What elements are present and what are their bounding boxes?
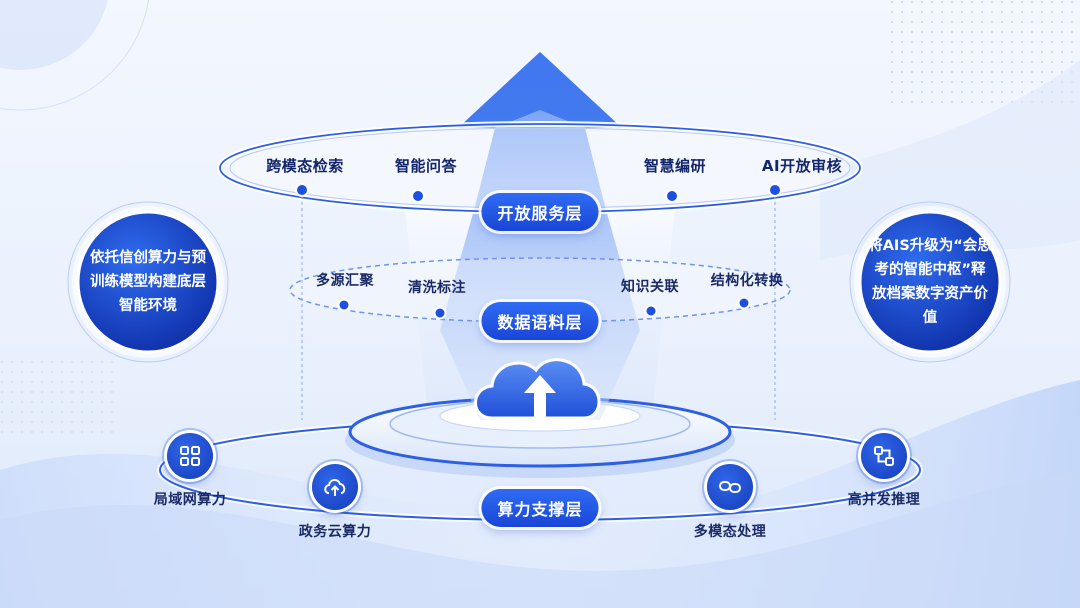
- left-circle-text: 依托信创算力与预 训练模型构建底层 智能环境: [83, 246, 213, 318]
- compute-item-inference: 高并发推理: [847, 492, 921, 508]
- service-layer-title: 开放服务层: [481, 193, 599, 231]
- compute-item-lan: 局域网算力: [153, 492, 227, 508]
- chain-link-icon: [707, 464, 753, 510]
- service-item-cross-modal-search: 跨模态检索: [266, 157, 344, 175]
- left-circle-line-3: 智能环境: [119, 298, 177, 314]
- service-dot-4: [768, 183, 782, 197]
- data-item-cleaning: 清洗标注: [408, 280, 466, 296]
- service-item-compilation: 智慧编研: [643, 157, 707, 175]
- compute-item-multimodal: 多模态处理: [693, 524, 767, 540]
- right-circle-line-3: 放档案数字资产价值: [872, 286, 988, 326]
- left-circle-line-2: 训练模型构建底层: [90, 274, 206, 290]
- data-dot-4: [737, 296, 751, 310]
- compute-item-gov-cloud: 政务云算力: [298, 524, 372, 540]
- cloud-upload-icon: [312, 464, 358, 510]
- data-dots: [337, 296, 751, 320]
- service-dot-2: [411, 189, 425, 203]
- service-dot-1: [295, 183, 309, 197]
- right-circle-line-2: 考的智能中枢”释: [874, 262, 986, 278]
- service-dots: [295, 183, 782, 203]
- service-item-qa: 智能问答: [394, 157, 458, 175]
- right-circle-line-1: 将AIS升级为“会思: [868, 238, 992, 254]
- left-circle-line-1: 依托信创算力与预: [90, 250, 206, 266]
- data-item-knowledge-link: 知识关联: [621, 279, 679, 295]
- data-dot-3: [644, 304, 658, 318]
- data-dot-1: [337, 298, 351, 312]
- right-circle-text: 将AIS升级为“会思 考的智能中枢”释 放档案数字资产价值: [865, 234, 995, 330]
- data-layer-title: 数据语料层: [481, 302, 599, 340]
- data-item-structuring: 结构化转换: [710, 273, 784, 289]
- flow-nodes-icon: [861, 433, 907, 479]
- grid-icon: [167, 433, 213, 479]
- data-dot-2: [433, 306, 447, 320]
- compute-layer-title: 算力支撑层: [481, 489, 599, 527]
- service-item-ai-review: AI开放审核: [761, 157, 843, 175]
- service-dot-3: [665, 189, 679, 203]
- data-item-multi-source: 多源汇聚: [316, 273, 374, 289]
